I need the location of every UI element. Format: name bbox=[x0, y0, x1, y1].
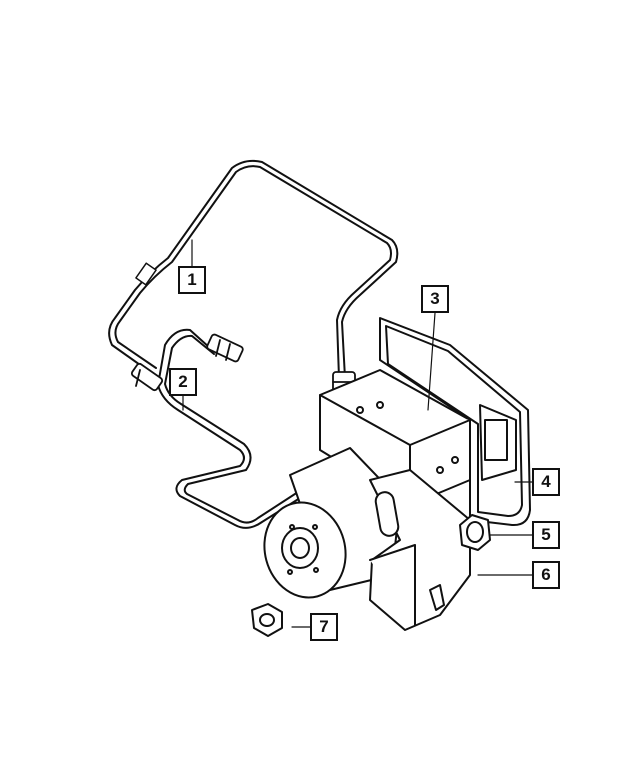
mounting-bracket bbox=[369, 469, 471, 631]
bolt bbox=[459, 514, 491, 551]
nut bbox=[251, 603, 283, 637]
callout-7: 7 bbox=[310, 613, 338, 641]
tube-fitting-end bbox=[206, 333, 244, 363]
leader-lines bbox=[182, 239, 533, 628]
callout-5: 5 bbox=[532, 521, 560, 549]
callout-4: 4 bbox=[532, 468, 560, 496]
callout-6: 6 bbox=[532, 561, 560, 589]
pump-motor bbox=[263, 447, 401, 599]
callout-3: 3 bbox=[421, 285, 449, 313]
tube-fitting-left bbox=[130, 362, 164, 392]
control-module bbox=[379, 317, 531, 527]
callout-2: 2 bbox=[169, 368, 197, 396]
callout-1: 1 bbox=[178, 266, 206, 294]
brake-tube-1 bbox=[108, 159, 399, 379]
